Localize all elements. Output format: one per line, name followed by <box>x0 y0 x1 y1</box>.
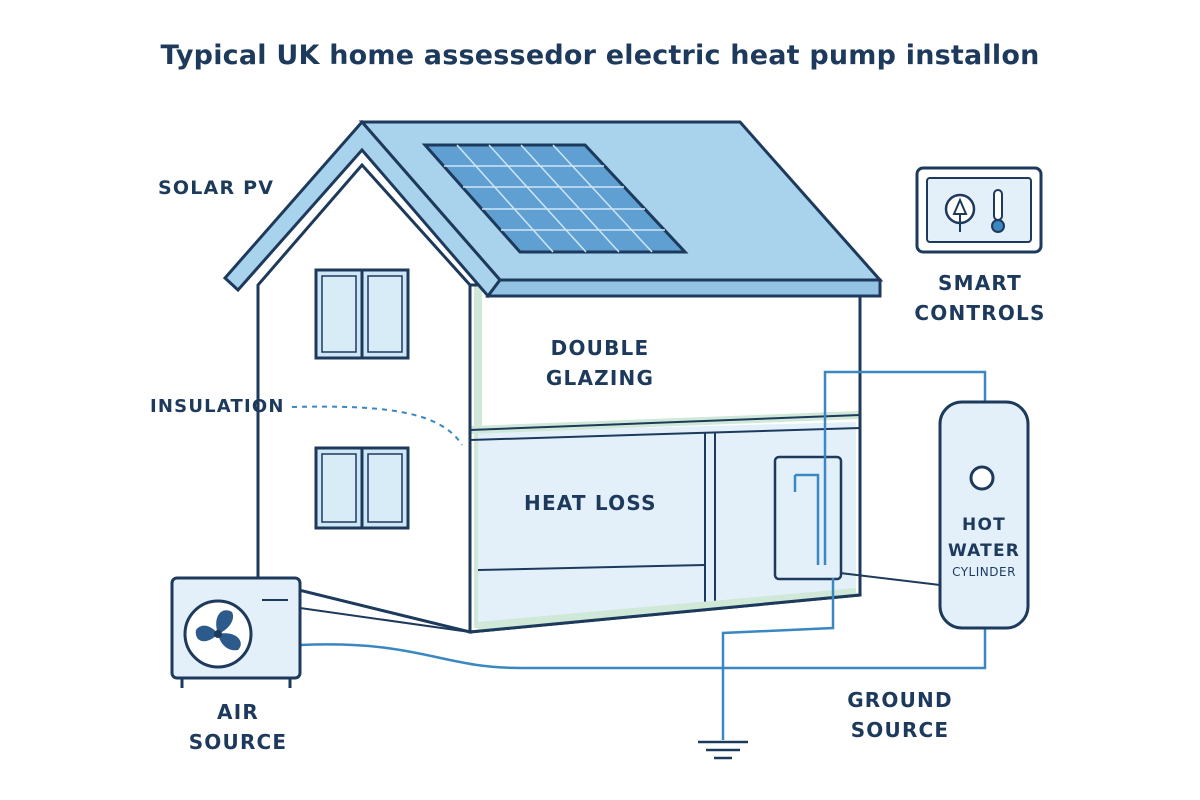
smart-controls-panel <box>915 166 1043 254</box>
pipe-ground-vertical <box>721 578 835 740</box>
pipe-air-source <box>299 628 987 670</box>
label-air-source: AIR SOURCE <box>188 700 288 754</box>
label-double-glazing: DOUBLE GLAZING <box>545 336 655 390</box>
page-title: Typical UK home assessedor electric heat… <box>160 40 1040 71</box>
label-insulation: INSULATION <box>150 396 285 417</box>
fan-icon <box>183 599 253 669</box>
hot-water-cylinder <box>938 400 1030 630</box>
solar-panel <box>421 143 689 254</box>
leaf-icon <box>944 193 976 232</box>
label-solar-pv: SOLAR PV <box>158 177 275 199</box>
label-smart-controls: SMART CONTROLS <box>914 271 1046 325</box>
air-source-unit <box>170 576 302 688</box>
label-heat-loss: HEAT LOSS <box>524 491 657 515</box>
window-upper <box>314 268 410 360</box>
ground-symbol <box>698 740 748 760</box>
label-hot-water-cylinder: HOT WATER CYLINDER <box>947 515 1021 579</box>
thermometer-icon <box>991 189 1005 233</box>
label-ground-source: GROUND SOURCE <box>847 688 953 742</box>
ground-floor-interior <box>478 422 856 626</box>
pipe-loop-top <box>823 370 987 565</box>
window-lower <box>314 446 410 530</box>
indoor-unit <box>773 455 843 581</box>
insulation-pointer <box>291 405 463 446</box>
